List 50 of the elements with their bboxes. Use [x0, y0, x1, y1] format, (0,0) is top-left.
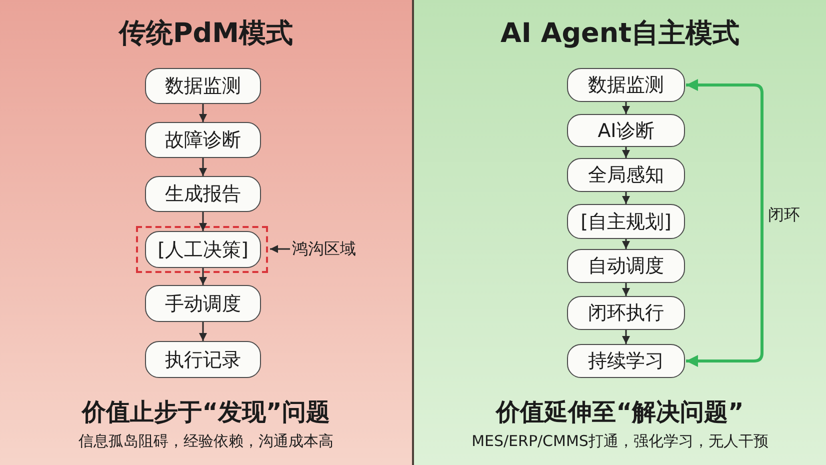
- step-label: 故障诊断: [165, 128, 241, 152]
- step-label: AI诊断: [598, 118, 654, 142]
- process-box: [145, 176, 261, 212]
- step-label: 数据监测: [165, 74, 241, 98]
- step-label: 执行记录: [165, 348, 241, 372]
- process-box: [145, 285, 261, 322]
- edge-label: 闭环: [768, 204, 800, 226]
- arrow: [622, 102, 630, 114]
- arrow: [622, 147, 630, 158]
- process-box: [145, 68, 261, 104]
- headline: 价值延伸至“解决问题”: [496, 397, 744, 428]
- process-box: [567, 158, 685, 192]
- process-box: [567, 249, 685, 283]
- step-label: 全局感知: [588, 163, 664, 187]
- process-box: [145, 341, 261, 378]
- panel-title: AI Agent自主模式: [500, 17, 740, 51]
- headline: 价值止步于“发现”问题: [82, 397, 330, 428]
- panel: [414, 0, 826, 465]
- process-box: [567, 344, 685, 378]
- process-box: [145, 122, 261, 158]
- dashed-highlight-frame: [136, 226, 268, 273]
- arrow: [199, 104, 207, 122]
- arrow: [199, 158, 207, 176]
- step-label: [人工决策]: [158, 238, 248, 262]
- step-label: [自主规划]: [580, 210, 672, 234]
- step-label: 生成报告: [165, 182, 241, 206]
- annotation-text: 鸿沟区域: [292, 237, 368, 261]
- process-box: [567, 296, 685, 330]
- process-box: [567, 114, 685, 147]
- arrow: [622, 330, 630, 344]
- process-box: [567, 68, 685, 102]
- loop-arrow: [686, 79, 764, 367]
- arrow: [622, 192, 630, 204]
- subtitle: MES/ERP/CMMS打通，强化学习，无人干预: [472, 431, 768, 452]
- step-label: 持续学习: [588, 349, 664, 373]
- arrow: [622, 239, 630, 249]
- process-box: [567, 204, 685, 239]
- step-label: 自动调度: [588, 254, 664, 278]
- process-box: [145, 231, 261, 268]
- panel: [0, 0, 412, 465]
- step-label: 数据监测: [588, 73, 664, 97]
- arrow: [199, 212, 207, 231]
- step-label: 闭环执行: [588, 301, 664, 325]
- arrow: [270, 245, 290, 253]
- step-label: 手动调度: [165, 292, 241, 316]
- arrow: [199, 322, 207, 341]
- arrow: [199, 268, 207, 285]
- subtitle: 信息孤岛阻碍，经验依赖，沟通成本高: [78, 431, 334, 452]
- arrow: [622, 283, 630, 296]
- panel-title: 传统PdM模式: [119, 17, 293, 51]
